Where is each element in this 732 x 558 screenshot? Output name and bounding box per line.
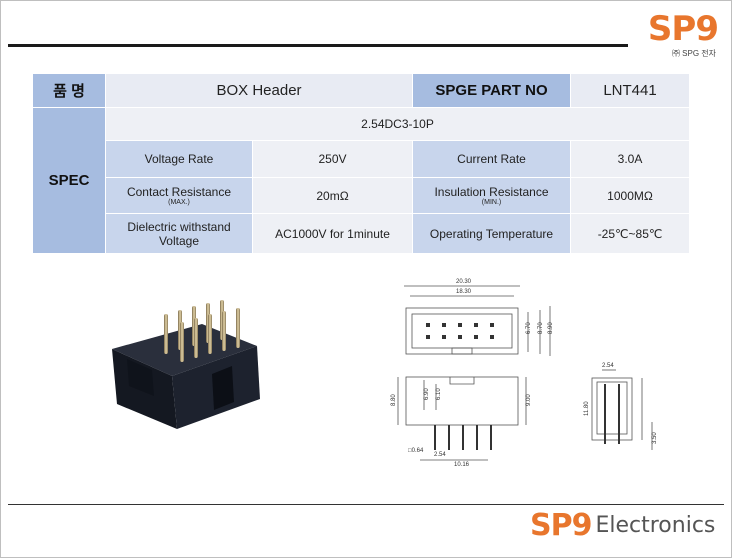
spec-value-cell: AC1000V for 1minute <box>251 213 414 254</box>
model-value: 2.54DC3-10P <box>104 107 691 141</box>
dim-label: 6.70 <box>526 322 532 334</box>
dim-label: 10.16 <box>454 462 470 468</box>
part-label: SPGE PART NO <box>412 73 572 108</box>
spec-table: 품 명 BOX Header SPGE PART NO LNT441 SPEC … <box>32 73 691 254</box>
spec-row: Dielectric withstand Voltage AC1000V for… <box>33 213 691 254</box>
spec-row: Contact Resistance(MAX.) 20mΩ Insulation… <box>33 177 691 214</box>
spec-value-cell: 250V <box>251 140 414 178</box>
spec-label-cell: Contact Resistance(MAX.) <box>105 177 253 214</box>
dim-label: □0.64 <box>408 448 424 454</box>
spec-label-cell: Insulation Resistance(MIN.) <box>412 177 572 214</box>
company-logo: SP9 ㈜ SPG 전자 <box>638 9 719 64</box>
dim-label: 20.30 <box>456 279 472 285</box>
dim-label: 3.50 <box>652 432 658 444</box>
dim-label: 11.80 <box>584 401 590 416</box>
spec-value-cell: -25℃~85℃ <box>570 213 691 254</box>
dim-label: 18.30 <box>456 289 472 295</box>
technical-drawing: 20.30 18.30 6.70 8.70 8.90 8.80 6.90 6.1… <box>380 272 670 472</box>
spec-label-cell: Operating Temperature <box>412 213 572 254</box>
part-value: LNT441 <box>570 73 691 108</box>
top-divider <box>8 44 628 47</box>
dim-label: 6.90 <box>424 388 430 400</box>
spec-value-cell: 1000MΩ <box>570 177 691 214</box>
spec-value-cell: 3.0A <box>570 140 691 178</box>
logo-subtitle: ㈜ SPG 전자 <box>671 49 716 58</box>
product-photo <box>82 284 313 454</box>
spec-label-cell: Current Rate <box>412 140 572 178</box>
spec-value-cell: 20mΩ <box>251 177 414 214</box>
header-row: 품 명 BOX Header SPGE PART NO LNT441 <box>32 73 691 108</box>
name-label: 품 명 <box>32 73 106 108</box>
name-value: BOX Header <box>104 73 414 108</box>
dim-label: 8.90 <box>548 322 554 334</box>
dim-label: 6.10 <box>436 388 442 400</box>
dim-label: 2.54 <box>434 452 446 458</box>
dim-label: 8.70 <box>538 322 544 334</box>
spec-row: Voltage Rate 250V Current Rate 3.0A <box>33 140 691 178</box>
spec-label-cell: Voltage Rate <box>105 140 253 178</box>
model-row: SPEC 2.54DC3-10P <box>32 107 691 254</box>
dim-label: 2.54 <box>602 363 614 369</box>
logo-mark: SP9 <box>647 9 719 49</box>
spec-label: SPEC <box>32 107 106 254</box>
dim-label: 9.00 <box>526 394 532 406</box>
footer-text: Electronics <box>595 513 716 538</box>
footer-logo: SP9 <box>530 508 592 543</box>
spec-label-cell: Dielectric withstand Voltage <box>105 213 253 254</box>
bottom-divider <box>8 504 724 505</box>
dim-label: 8.80 <box>391 394 397 406</box>
